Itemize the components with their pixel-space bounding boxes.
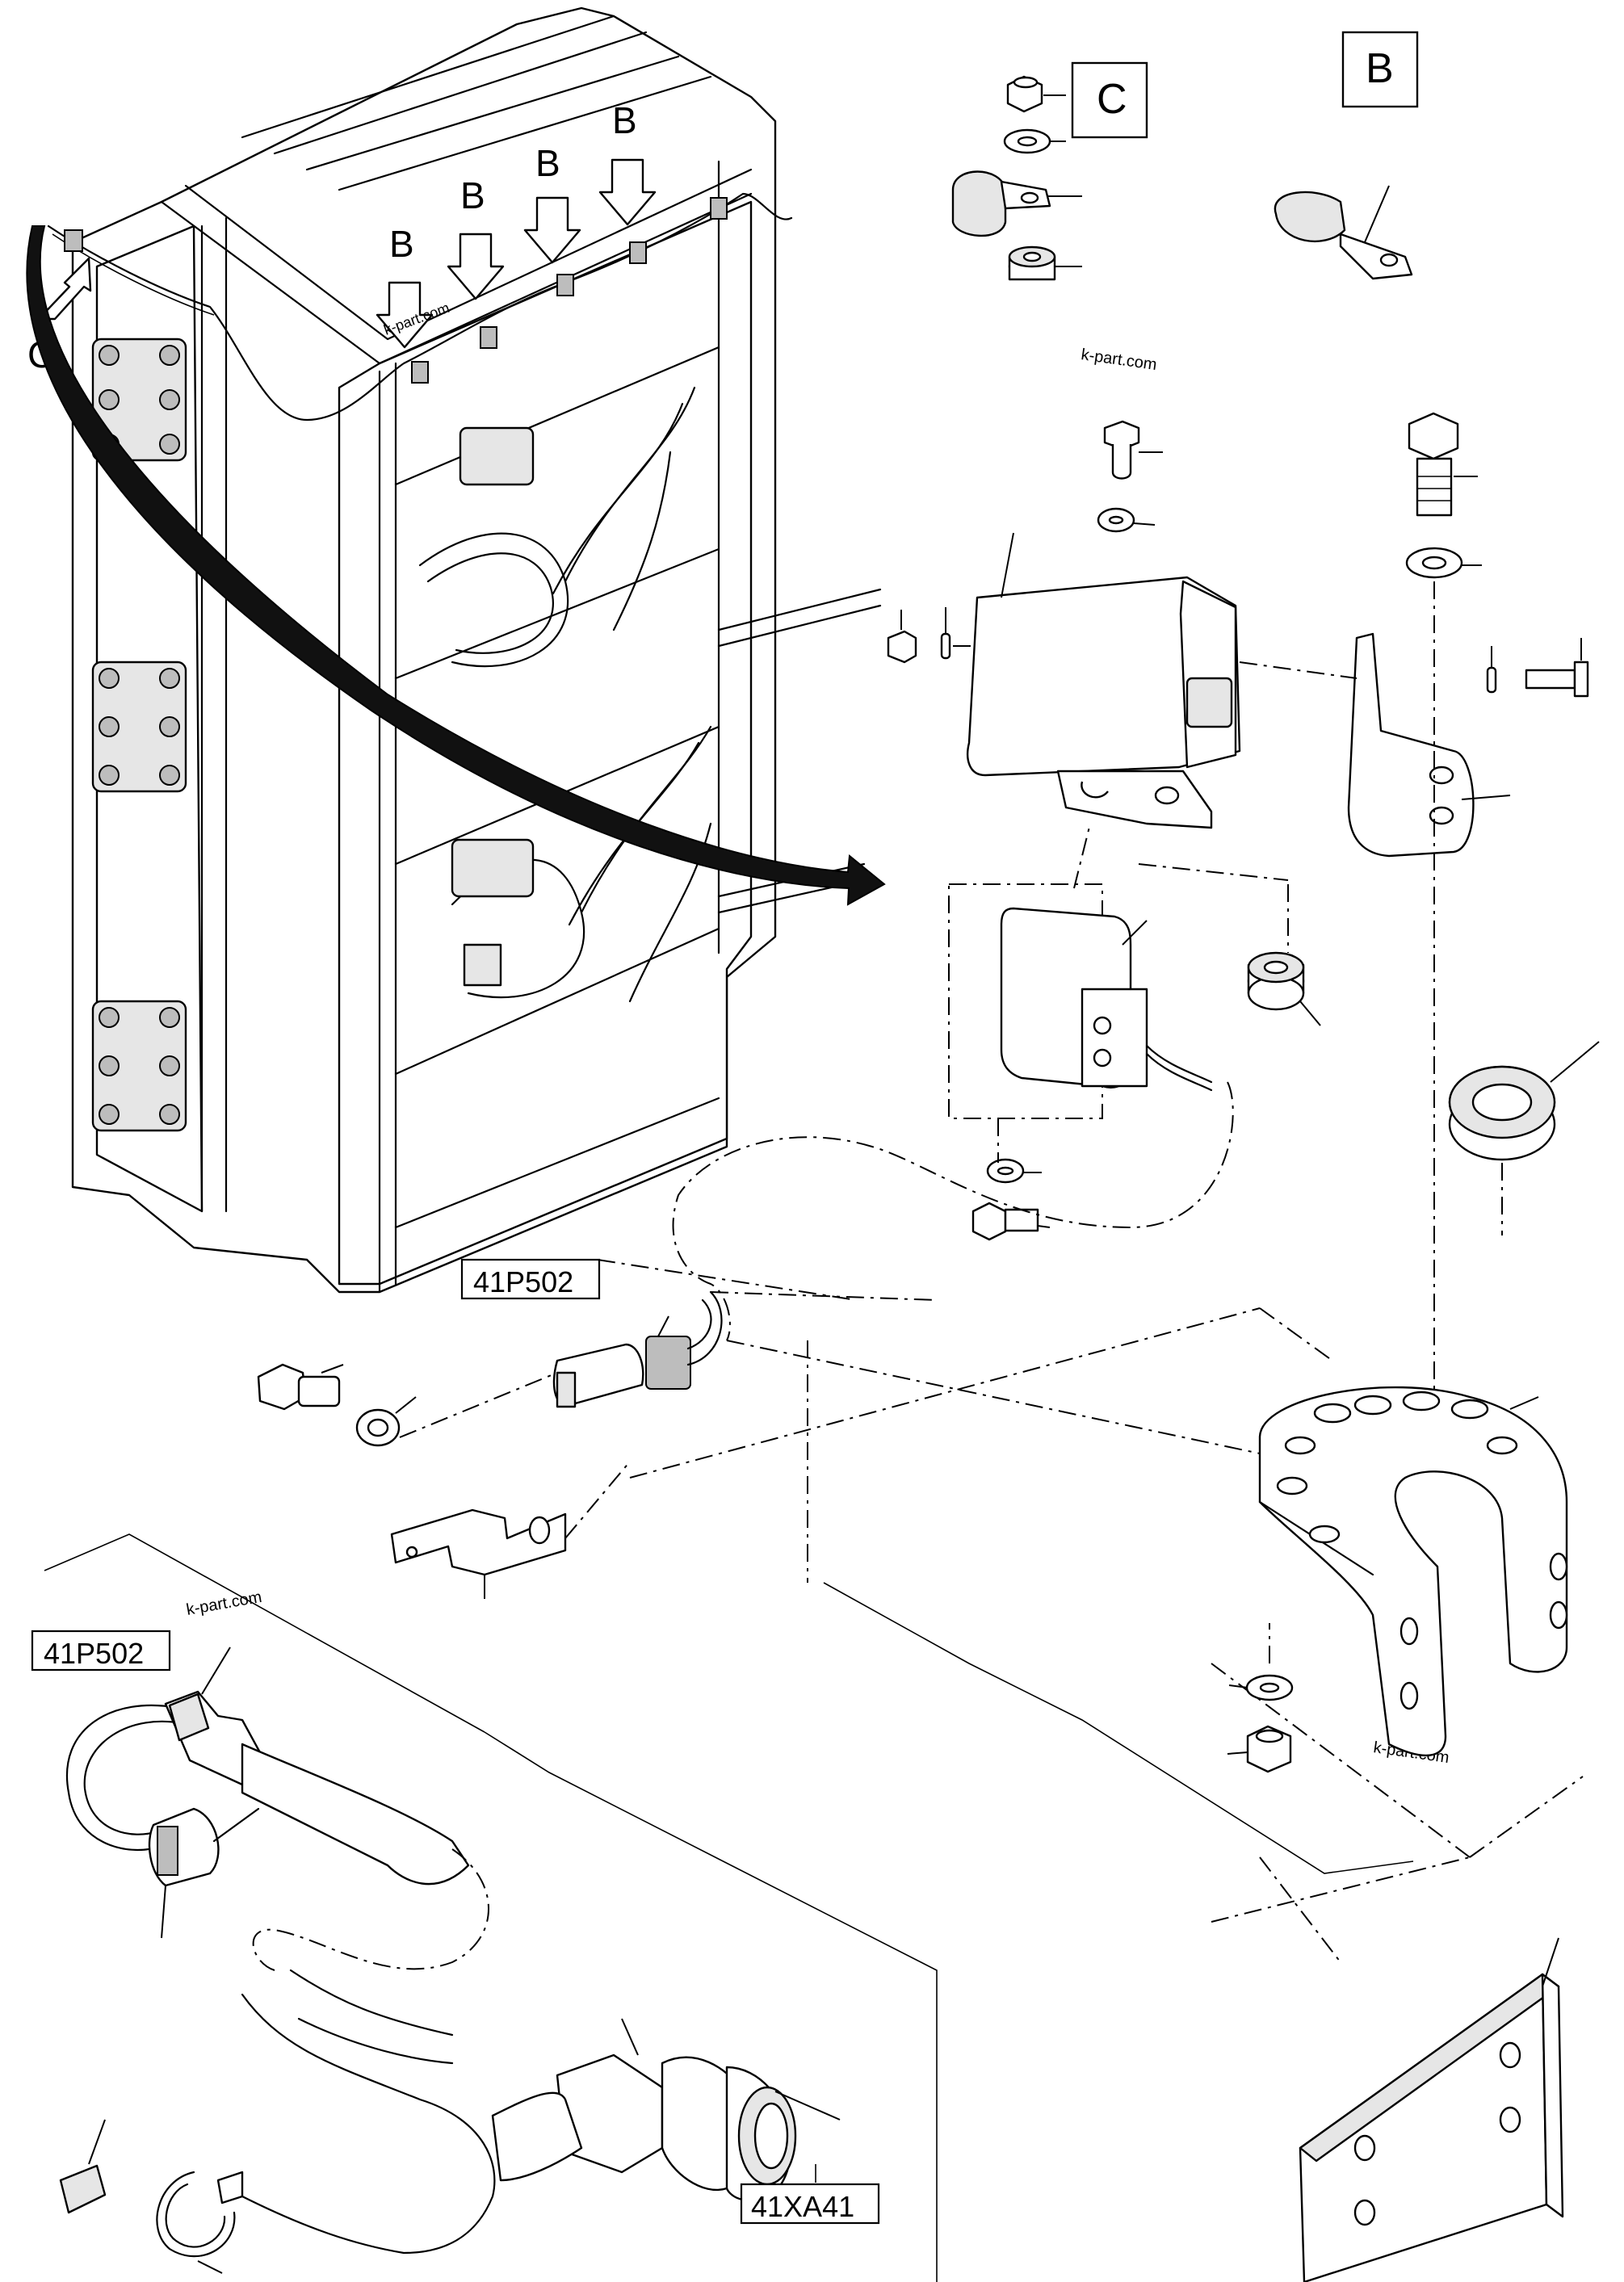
lower-harness: 41P502 41XA41 xyxy=(31,1533,938,2282)
watermark-3: k-part.com xyxy=(185,1588,263,1619)
arrow-b4-label: B xyxy=(612,99,637,141)
proximity-sensor xyxy=(948,823,1213,1119)
view-c-frame xyxy=(1071,61,1148,139)
arrow-b4: B xyxy=(598,99,657,226)
view-c-label: C xyxy=(1097,76,1127,123)
label-41p502-lower: 41P502 xyxy=(44,1637,144,1670)
arrow-b1: B xyxy=(376,223,434,349)
label-41xa41: 41XA41 xyxy=(751,2190,854,2223)
arrow-b2-label: B xyxy=(460,174,485,216)
mounting-plate xyxy=(1299,1937,1564,2282)
frame-bolt-blocks xyxy=(91,338,187,1132)
detail-view-c: C xyxy=(951,61,1148,281)
view-b-label: B xyxy=(1366,45,1394,92)
connector-41p502-upper: 41P502 xyxy=(257,1258,857,1599)
arrow-b3: B xyxy=(523,142,581,264)
arrow-b2: B xyxy=(447,174,505,300)
arrow-b3-label: B xyxy=(535,142,560,184)
watermark-1: k-part.com xyxy=(1080,346,1158,374)
round-connector-41xa41 xyxy=(491,2018,841,2202)
detail-view-b: B xyxy=(1274,31,1419,280)
detail-sweep-arrow xyxy=(26,225,886,906)
label-41p502-upper: 41P502 xyxy=(473,1265,573,1298)
sensor-bracket-assembly xyxy=(887,412,1600,1421)
mounting-bracket xyxy=(1227,1386,1568,1773)
label-box-41p502-upper xyxy=(460,1258,601,1300)
callout-arrows: C B B B B xyxy=(27,99,657,375)
label-box-41xa41 xyxy=(740,2183,880,2225)
routing-dashed-lines xyxy=(629,1081,1584,1963)
machine-assembly xyxy=(47,6,882,1294)
arrow-b1-label: B xyxy=(389,223,414,265)
label-box-41p502-lower xyxy=(31,1630,171,1672)
view-b-frame xyxy=(1341,31,1419,108)
hydraulic-hoses xyxy=(418,386,712,1003)
